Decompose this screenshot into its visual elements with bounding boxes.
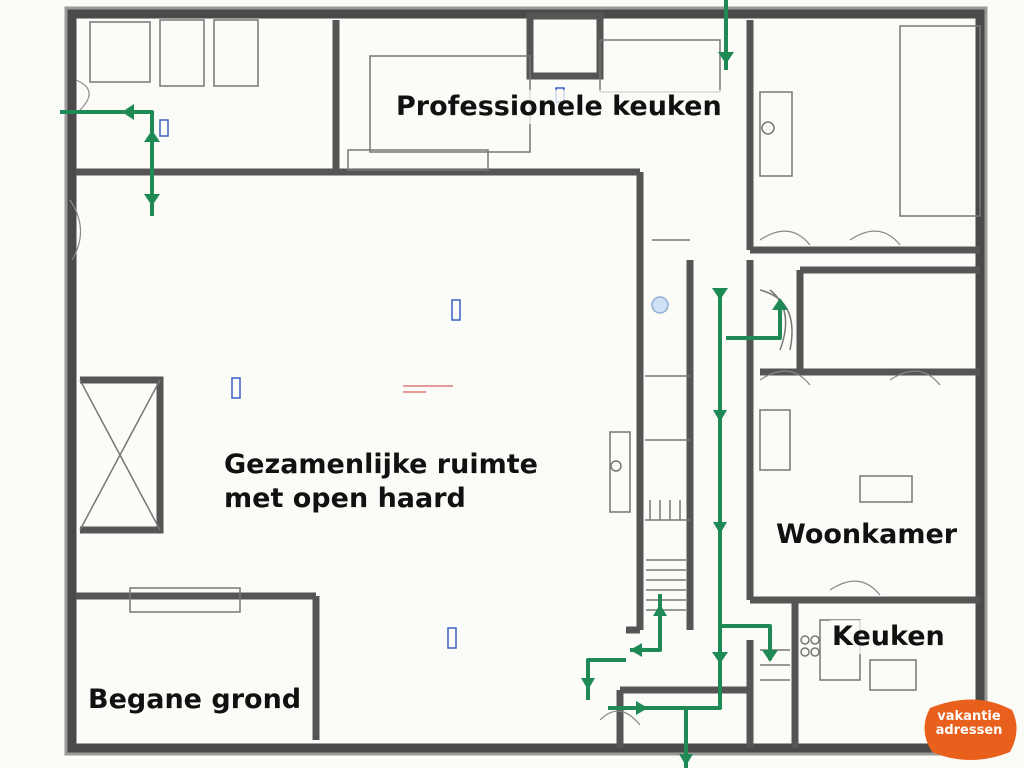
room-label-common-room: Gezamenlijke ruimte met open haard — [222, 448, 540, 516]
door-swings — [69, 79, 941, 726]
room-label-professional-kitchen: Professionele keuken — [394, 90, 724, 124]
room-label-living-room: Woonkamer — [774, 518, 960, 552]
room-label-common-room-line1: Gezamenlijke ruimte — [224, 449, 538, 480]
room-label-common-room-line2: met open haard — [224, 482, 466, 514]
outer-walls-hatch — [64, 6, 988, 756]
escape-route-arrows — [122, 52, 788, 766]
brand-logo-line1: vakantie — [937, 709, 1001, 724]
brand-logo: vakantie adressen — [926, 710, 1012, 738]
room-label-kitchen: Keuken — [830, 620, 947, 654]
interior-walls — [76, 12, 980, 748]
furniture-lines — [79, 19, 981, 691]
floor-label-ground-floor: Begane grond — [86, 683, 304, 717]
brand-logo-line2: adressen — [935, 723, 1003, 738]
annotation-marks — [403, 385, 453, 393]
brand-logo-shape — [924, 699, 1017, 760]
outer-walls — [67, 9, 985, 753]
